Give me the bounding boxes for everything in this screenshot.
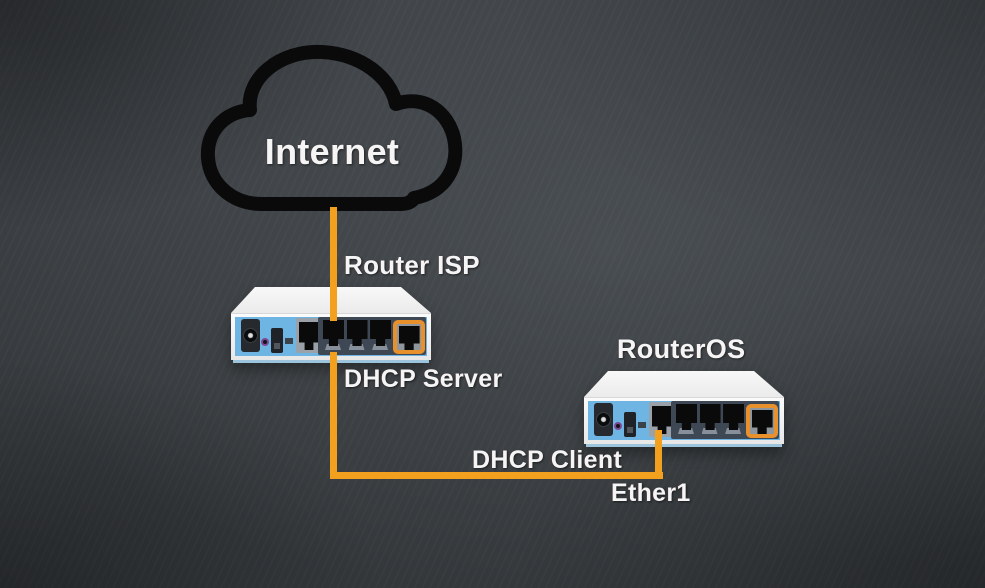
mode-button-detail	[627, 427, 633, 433]
rj45-icon	[346, 320, 368, 346]
rj45-icon	[723, 404, 745, 430]
mode-button-detail	[274, 343, 280, 349]
reset-button-icon	[614, 422, 622, 430]
ethernet-port-3	[346, 320, 369, 353]
ethernet-port-4	[369, 320, 392, 353]
power-jack-socket	[243, 328, 258, 343]
led-indicator	[638, 422, 646, 428]
port-notch	[678, 428, 694, 434]
router-case-front	[584, 397, 784, 444]
led-indicator	[285, 338, 293, 344]
cloud-icon	[200, 44, 463, 211]
ethernet-port-5-highlighted	[745, 404, 778, 438]
ethernet-ports-strip	[671, 401, 779, 439]
cable-ros-ether1	[655, 430, 662, 479]
router-case-bottom-edge	[586, 444, 782, 447]
cable-isp-down	[330, 352, 337, 479]
ethernet-port-2	[322, 320, 345, 353]
port-notch	[701, 428, 718, 434]
ethernet-port-1	[296, 318, 322, 353]
router-isp-label: Router ISP	[344, 250, 480, 280]
rj45-icon	[676, 404, 697, 430]
rj45-icon	[323, 320, 344, 346]
ethernet-port-5-highlighted	[392, 320, 425, 354]
port-notch	[325, 344, 341, 350]
reset-button-icon	[261, 338, 269, 346]
routeros-label: RouterOS	[617, 334, 746, 364]
cable-cloud-to-isp	[330, 207, 337, 321]
dhcp-server-label: DHCP Server	[344, 365, 503, 393]
ethernet-port-2	[675, 404, 698, 437]
power-jack-icon	[241, 319, 260, 352]
router-panel	[235, 317, 427, 356]
rj45-icon	[699, 404, 721, 430]
ethernet-port-1	[649, 402, 675, 437]
router-panel	[588, 401, 780, 440]
power-jack-socket	[596, 412, 611, 427]
router-case-top	[584, 371, 784, 397]
ethernet-port-4	[722, 404, 745, 437]
ether1-label: Ether1	[611, 479, 691, 507]
rj45-icon	[370, 320, 392, 346]
power-jack-icon	[594, 403, 613, 436]
routeros-device	[584, 371, 784, 447]
dhcp-client-label: DHCP Client	[472, 446, 623, 474]
rj45-icon	[751, 410, 773, 434]
ethernet-ports-strip	[318, 317, 426, 355]
rj45-icon	[398, 326, 420, 350]
rj45-icon	[299, 322, 319, 350]
port-notch	[725, 428, 742, 434]
cable-horizontal	[330, 472, 663, 479]
internet-label: Internet	[264, 131, 400, 172]
mode-button-icon	[271, 328, 283, 353]
mode-button-icon	[624, 412, 636, 437]
ethernet-port-3	[699, 404, 722, 437]
port-notch	[348, 344, 365, 350]
port-notch	[372, 344, 389, 350]
